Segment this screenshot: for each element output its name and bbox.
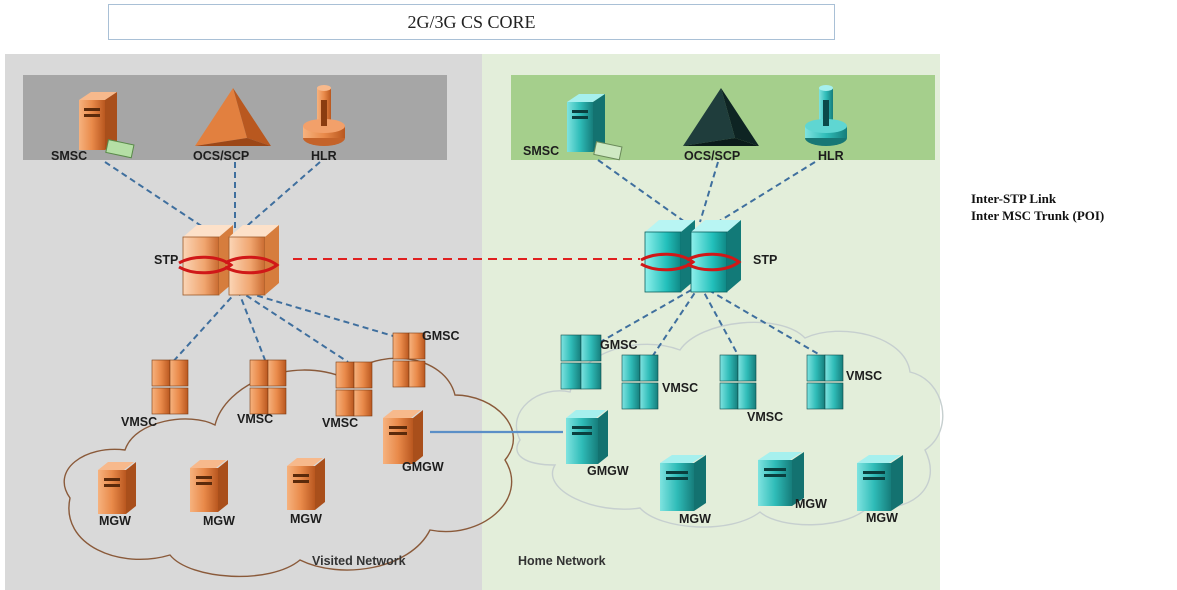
gmsc-visited-label: GMSC — [422, 329, 460, 343]
smsc-visited-label: SMSC — [51, 149, 87, 163]
legend: Inter-STP Link Inter MSC Trunk (POI) — [971, 190, 1104, 224]
gmgw-home-label: GMGW — [587, 464, 629, 478]
visited-network-label: Visited Network — [312, 554, 406, 568]
ocs-home-label: OCS/SCP — [684, 149, 740, 163]
stp-visited-label: STP — [154, 253, 178, 267]
vmsc-home-label: VMSC — [846, 369, 882, 383]
diagram-title: 2G/3G CS CORE — [108, 4, 835, 40]
vmsc-visited-icon — [335, 361, 373, 417]
mgw-visited-icon — [98, 462, 136, 514]
legend-item-inter-msc-trunk: Inter MSC Trunk (POI) — [971, 208, 1105, 223]
hlr-database-icon — [303, 85, 345, 146]
gmsc-home-icon — [560, 334, 602, 390]
mgw-visited-label: MGW — [99, 514, 131, 528]
ocs-scp-pyramid-icon — [683, 88, 759, 146]
visited-cloud — [63, 357, 515, 578]
mgw-home-icon — [758, 452, 804, 506]
vmsc-home-icon — [621, 354, 659, 410]
mgw-visited-icon — [287, 458, 325, 510]
legend-item-inter-stp-link: Inter-STP Link — [971, 191, 1057, 206]
mgw-home-label: MGW — [795, 497, 827, 511]
mgw-home-icon — [857, 455, 903, 511]
hlr-database-icon — [805, 85, 847, 146]
home-cloud — [515, 321, 944, 528]
gmgw-visited-icon — [383, 410, 423, 464]
vmsc-visited-label: VMSC — [121, 415, 157, 429]
smsc-server-icon — [567, 94, 623, 161]
vmsc-home-icon — [806, 354, 844, 410]
vmsc-home-icon — [719, 354, 757, 410]
mgw-home-icon — [660, 455, 706, 511]
stp-home-icon — [640, 220, 742, 293]
vmsc-visited-icon — [151, 359, 189, 415]
gmsc-visited-icon — [392, 332, 426, 388]
smsc-home-label: SMSC — [523, 144, 559, 158]
mgw-home-label: MGW — [866, 511, 898, 525]
home-network-label: Home Network — [518, 554, 606, 568]
gmsc-home-label: GMSC — [600, 338, 638, 352]
stp-visited-icon — [178, 225, 280, 296]
ocs-scp-pyramid-icon — [195, 88, 271, 146]
stp-home-label: STP — [753, 253, 777, 267]
mgw-visited-label: MGW — [203, 514, 235, 528]
vmsc-visited-icon — [249, 359, 287, 415]
ocs-visited-label: OCS/SCP — [193, 149, 249, 163]
mgw-home-label: MGW — [679, 512, 711, 526]
vmsc-home-label: VMSC — [662, 381, 698, 395]
gmgw-visited-label: GMGW — [402, 460, 444, 474]
mgw-visited-label: MGW — [290, 512, 322, 526]
signaling-links — [104, 159, 821, 366]
vmsc-visited-label: VMSC — [237, 412, 273, 426]
vmsc-home-label: VMSC — [747, 410, 783, 424]
vmsc-visited-label: VMSC — [322, 416, 358, 430]
hlr-home-label: HLR — [818, 149, 844, 163]
hlr-visited-label: HLR — [311, 149, 337, 163]
smsc-server-icon — [79, 92, 135, 159]
gmgw-home-icon — [566, 410, 608, 464]
mgw-visited-icon — [190, 460, 228, 512]
